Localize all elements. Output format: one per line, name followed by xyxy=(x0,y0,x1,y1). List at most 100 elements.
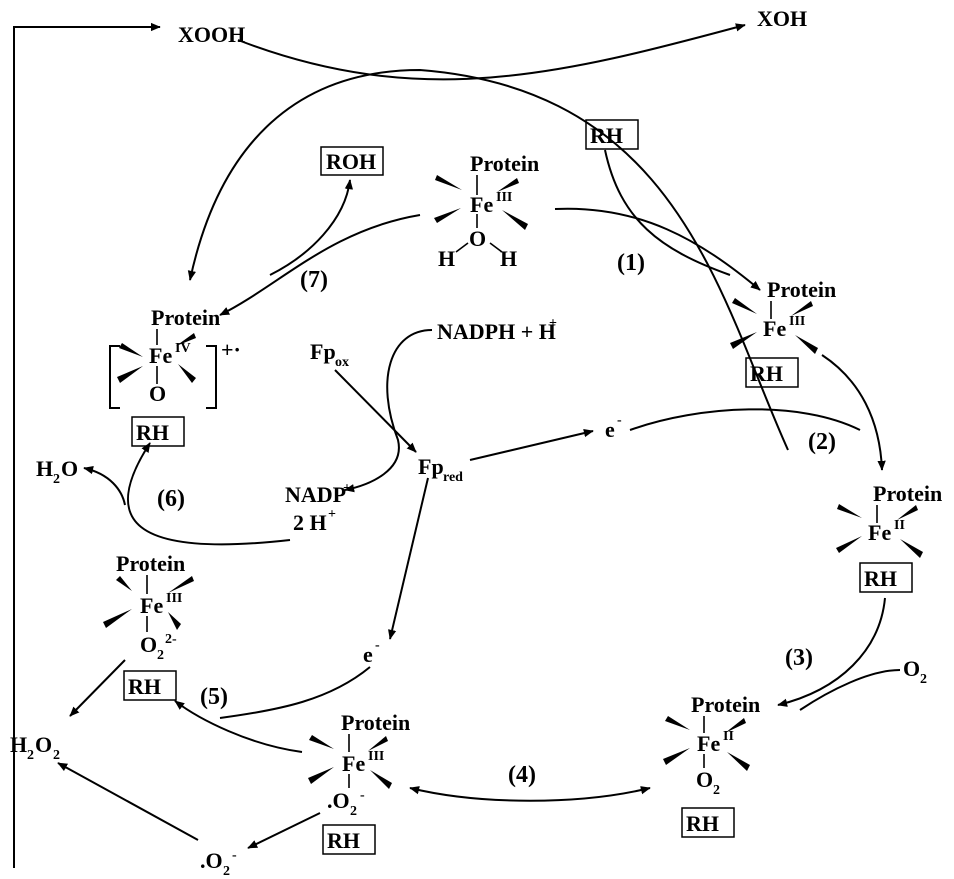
step-5-label: (5) xyxy=(200,684,228,710)
fe-label: Fe xyxy=(149,343,172,368)
roh-label: ROH xyxy=(326,149,376,174)
nadph-oxidation-arrow xyxy=(344,329,433,493)
fe-label: Fe xyxy=(868,520,891,545)
svg-text:2: 2 xyxy=(27,748,34,763)
step-3-arrow xyxy=(777,597,886,707)
step-7-arrow xyxy=(219,214,421,316)
svg-text:O: O xyxy=(903,656,920,681)
nadp: NADP + xyxy=(285,481,351,507)
first-electron-transfer-arrow xyxy=(629,408,861,431)
svg-text:H: H xyxy=(10,732,27,757)
fe-oxidation-state: III xyxy=(789,314,805,329)
svg-text:NADPH + H: NADPH + H xyxy=(437,319,556,344)
fe-label: Fe xyxy=(342,751,365,776)
superoxide-release-arrow xyxy=(247,812,321,849)
reduced-complex: Protein Fe II RH xyxy=(836,481,942,593)
svg-text:NADP: NADP xyxy=(285,482,346,507)
rh-binding-arrow xyxy=(604,149,731,276)
svg-text:e: e xyxy=(605,417,615,442)
rh-label: RH xyxy=(128,674,161,699)
protein-label: Protein xyxy=(873,481,942,506)
fe-label: Fe xyxy=(140,593,163,618)
svg-text:red: red xyxy=(443,470,463,485)
svg-text:e: e xyxy=(363,642,373,667)
step-6-label: (6) xyxy=(157,486,185,512)
protein-label: Protein xyxy=(151,305,220,330)
xooh-to-xoh-arrow xyxy=(237,23,746,81)
water: H 2 O xyxy=(36,456,78,487)
rh-label: RH xyxy=(327,828,360,853)
hydrogen-peroxide: H 2 O 2 xyxy=(10,732,60,763)
aqua-h-left: H xyxy=(438,246,455,271)
second-electron: e - xyxy=(363,638,380,667)
resting-state-complex: Protein Fe III O H H xyxy=(434,151,539,271)
svg-text:2: 2 xyxy=(920,672,927,687)
svg-text:O: O xyxy=(140,632,157,657)
xoh-label: XOH xyxy=(757,6,807,31)
nadph: NADPH + H + xyxy=(437,316,557,344)
rh-label: RH xyxy=(686,811,719,836)
first-electron-arrow xyxy=(469,429,594,461)
svg-text:-: - xyxy=(617,413,622,428)
superoxo-complex: Protein Fe III .O 2 - RH xyxy=(308,710,410,855)
xooh-label: XOOH xyxy=(178,22,245,47)
protein-label: Protein xyxy=(341,710,410,735)
radical-cation-charge: +· xyxy=(221,337,241,362)
svg-text:Fp: Fp xyxy=(418,454,444,479)
protein-label: Protein xyxy=(470,151,539,176)
peroxide-shunt: XOOH XOH xyxy=(13,6,807,868)
first-electron: e - xyxy=(605,413,622,442)
aqua-o-label: O xyxy=(469,226,486,251)
svg-text:+: + xyxy=(328,507,336,522)
svg-text:2: 2 xyxy=(157,648,164,663)
rh-label: RH xyxy=(750,361,783,386)
peroxo-complex: Protein Fe III O 2 2- RH xyxy=(103,551,194,701)
svg-text:2: 2 xyxy=(713,783,720,798)
fp-reduction-arrow xyxy=(334,369,417,453)
rh-substrate-top: RH xyxy=(585,119,639,150)
svg-text:Fp: Fp xyxy=(310,339,336,364)
fe-label: Fe xyxy=(470,192,493,217)
dioxygen: O 2 xyxy=(903,656,927,687)
fe-oxidation-state: II xyxy=(723,729,734,744)
step-3-label: (3) xyxy=(785,645,813,671)
svg-text:2: 2 xyxy=(223,864,230,879)
svg-text:O: O xyxy=(35,732,52,757)
step-7-label: (7) xyxy=(300,267,328,293)
step-2-label: (2) xyxy=(808,429,836,455)
step-5-arrow xyxy=(174,700,303,753)
fe-label: Fe xyxy=(763,316,786,341)
flavoprotein-oxidized: Fp ox xyxy=(310,339,349,370)
rh-label: RH xyxy=(590,123,623,148)
protein-label: Protein xyxy=(691,692,760,717)
oxy-complex: Protein Fe II O 2 RH xyxy=(663,692,760,838)
superoxide-to-h2o2-arrow xyxy=(57,762,199,841)
svg-text:O: O xyxy=(61,456,78,481)
svg-text:2: 2 xyxy=(53,472,60,487)
svg-text:2: 2 xyxy=(53,748,60,763)
svg-text:+: + xyxy=(549,316,557,331)
svg-text:O: O xyxy=(149,381,166,406)
fe-oxidation-state: III xyxy=(368,749,384,764)
protein-label: Protein xyxy=(116,551,185,576)
svg-text:2: 2 xyxy=(350,804,357,819)
step-6-arrow xyxy=(126,442,291,546)
svg-text:ox: ox xyxy=(335,355,349,370)
peroxide-release-arrow xyxy=(69,659,126,717)
aqua-h-right: H xyxy=(500,246,517,271)
substrate-bound-complex: Protein Fe III RH xyxy=(730,277,836,388)
h2o2-to-xooh-arrow xyxy=(13,22,161,868)
fe-oxidation-state: III xyxy=(166,591,182,606)
svg-text:-: - xyxy=(375,638,380,653)
protein-label: Protein xyxy=(767,277,836,302)
two-protons: 2 H + xyxy=(293,507,336,535)
fe-oxidation-state: II xyxy=(894,518,905,533)
flavoprotein-reduced: Fp red xyxy=(418,454,463,485)
compound-i-complex: Protein Fe IV O +· RH xyxy=(109,305,241,447)
fe-label: Fe xyxy=(697,731,720,756)
free-superoxide: .O 2 - xyxy=(200,848,237,879)
svg-text:H: H xyxy=(36,456,53,481)
rh-label: RH xyxy=(864,566,897,591)
svg-text:2-: 2- xyxy=(165,632,177,647)
